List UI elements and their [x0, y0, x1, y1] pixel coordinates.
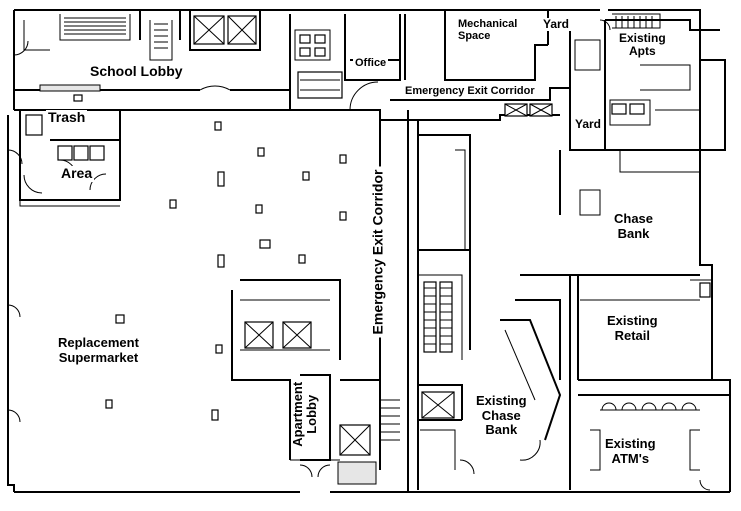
trash-area-block: [19, 110, 121, 207]
room-label-replacement-supermarket: Replacement Supermarket: [56, 335, 141, 366]
existing-chase-bank-line-3: Bank: [485, 422, 518, 438]
room-label-school-lobby: School Lobby: [88, 63, 185, 80]
existing-chase-bank-line-1: Existing: [476, 393, 527, 408]
existing-apts-block: [569, 13, 720, 173]
apartment-lobby-line-2: Lobby: [304, 394, 320, 434]
room-label-emergency-exit-corridor-vertical: Emergency Exit Corridor: [369, 166, 386, 338]
existing-chase-bank-line-2: Chase: [481, 407, 521, 423]
apartment-lobby-line-1: Apartment: [290, 381, 306, 447]
room-label-existing-apts: Existing Apts: [617, 31, 668, 59]
outer-walls: [7, 9, 731, 493]
room-label-area: Area: [59, 165, 95, 182]
room-label-apartment-lobby: Apartment Lobby: [290, 378, 320, 450]
apartment-core: [231, 279, 381, 485]
existing-atms-line-1: Existing: [605, 436, 656, 451]
perimeter-doors: [7, 19, 611, 423]
room-label-yard-top: Yard: [541, 17, 572, 32]
upper-wing: [14, 10, 549, 120]
room-label-trash: Trash: [46, 109, 88, 126]
existing-retail-line-2: Retail: [614, 327, 650, 343]
room-label-yard-right: Yard: [573, 117, 604, 132]
room-label-emergency-exit-corridor-horizontal: Emergency Exit Corridor: [403, 85, 537, 98]
room-label-existing-retail: Existing Retail: [605, 313, 660, 344]
chase-bank-line-2: Bank: [617, 225, 650, 241]
replacement-supermarket-line-2: Supermarket: [58, 349, 139, 365]
emergency-corridor-horizontal: [380, 87, 570, 121]
existing-apts-line-1: Existing: [619, 31, 666, 45]
existing-atms-line-2: ATM's: [611, 450, 650, 466]
supermarket-columns: [105, 121, 347, 421]
replacement-supermarket-line-1: Replacement: [58, 335, 139, 350]
room-label-existing-chase-bank: Existing Chase Bank: [474, 393, 529, 438]
chase-bank-line-1: Chase: [614, 211, 654, 226]
room-label-chase-bank: Chase Bank: [612, 211, 656, 242]
room-label-existing-atms: Existing ATM's: [603, 436, 658, 467]
existing-retail-line-1: Existing: [607, 313, 658, 328]
mechanical-space-line-1: Mechanical: [458, 18, 518, 30]
room-label-mechanical-space: Mechanical Space: [456, 18, 520, 43]
room-label-office: Office: [353, 57, 389, 70]
mechanical-space-line-2: Space: [458, 30, 491, 43]
chase-bank-block: [417, 120, 562, 490]
existing-apts-line-2: Apts: [629, 44, 656, 59]
right-blocks: [515, 150, 730, 491]
